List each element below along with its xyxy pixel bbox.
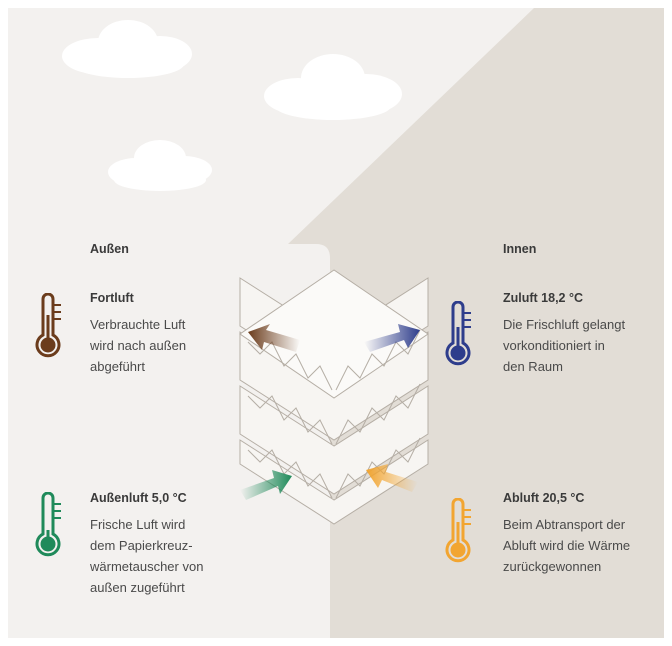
cloud-icon xyxy=(264,54,402,120)
zuluft-title: Zuluft 18,2 °C xyxy=(503,291,584,305)
thermometer-icon xyxy=(445,498,471,563)
abluft-title: Abluft 20,5 °C xyxy=(503,491,585,505)
zuluft-text-line: Die Frischluft gelangt xyxy=(503,317,626,332)
abluft-text-line: Abluft wird die Wärme xyxy=(503,538,631,553)
heat-recovery-diagram: Außen Innen Fortluft Verbrauchte Luft wi… xyxy=(8,8,664,638)
fortluft-title: Fortluft xyxy=(90,291,134,305)
thermometer-icon xyxy=(35,293,61,358)
aussenluft-text-line: Frische Luft wird xyxy=(90,517,186,532)
fortluft-block: Fortluft Verbrauchte Luft wird nach auße… xyxy=(90,288,186,377)
aussenluft-text-line: dem Papierkreuz- xyxy=(90,538,193,553)
fortluft-text-line: Verbrauchte Luft xyxy=(90,317,186,332)
abluft-block: Abluft 20,5 °C Beim Abtransport der Ablu… xyxy=(503,488,630,577)
cloud-icon xyxy=(108,140,212,191)
aussenluft-block: Außenluft 5,0 °C Frische Luft wird dem P… xyxy=(90,488,203,598)
abluft-text-line: Beim Abtransport der xyxy=(503,517,626,532)
thermometer-icon xyxy=(445,301,471,366)
cross-flow-heat-exchanger-icon xyxy=(239,269,429,525)
aussenluft-arrow xyxy=(240,470,292,500)
abluft-text-line: zurückgewonnen xyxy=(503,559,602,574)
cloud-icon xyxy=(62,20,192,78)
zuluft-arrow xyxy=(364,324,420,352)
scene-background xyxy=(8,8,664,638)
aussenluft-text-line: außen zugeführt xyxy=(90,580,185,595)
zuluft-text-line: den Raum xyxy=(503,359,563,374)
abluft-arrow xyxy=(366,464,418,492)
outside-label: Außen xyxy=(90,242,129,256)
zuluft-text-line: vorkonditioniert in xyxy=(503,338,605,353)
fortluft-text-line: wird nach außen xyxy=(90,338,187,353)
inside-label: Innen xyxy=(503,242,537,256)
zuluft-block: Zuluft 18,2 °C Die Frischluft gelangt vo… xyxy=(503,288,625,377)
aussenluft-title: Außenluft 5,0 °C xyxy=(90,491,187,505)
aussenluft-text-line: wärmetauscher von xyxy=(90,559,204,574)
fortluft-arrow xyxy=(248,324,300,352)
fortluft-text-line: abgeführt xyxy=(90,359,145,374)
thermometer-icon xyxy=(35,492,61,557)
